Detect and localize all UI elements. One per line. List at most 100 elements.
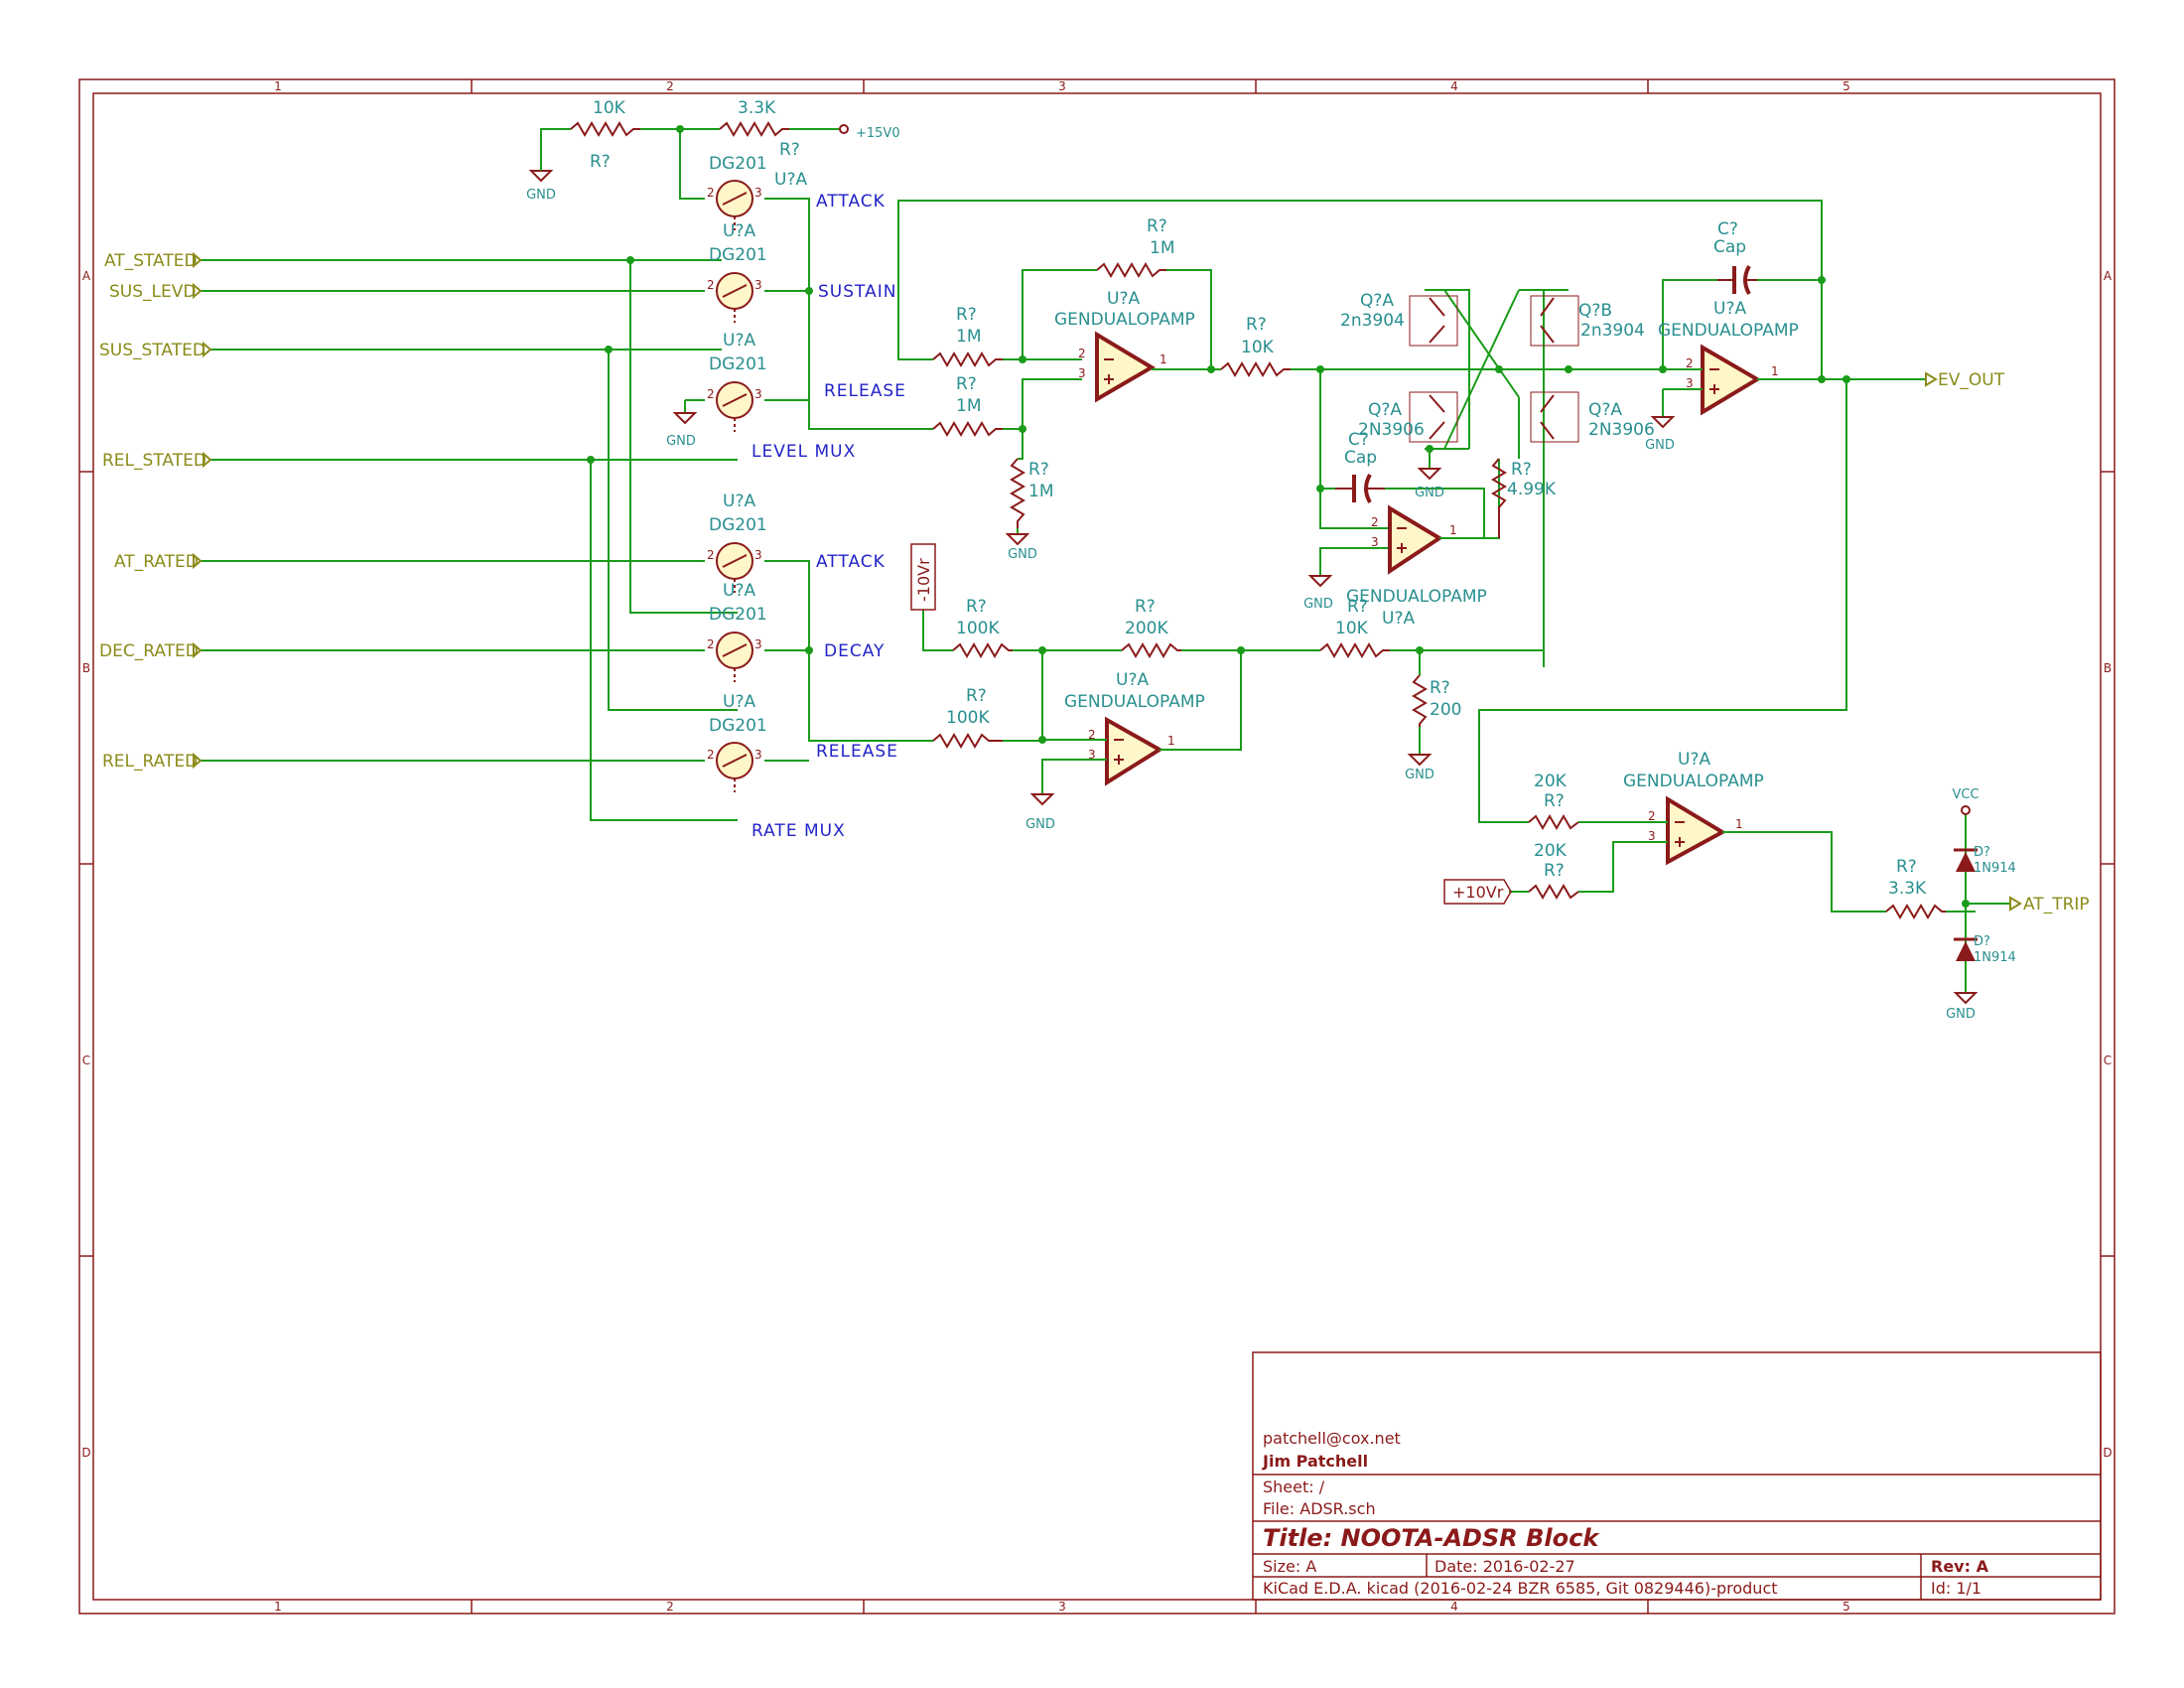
svg-text:GND: GND [1645, 438, 1675, 453]
svg-text:3: 3 [1371, 535, 1379, 549]
resistor-input-1m-b [932, 421, 1003, 437]
svg-text:GENDUALOPAMP: GENDUALOPAMP [1658, 321, 1799, 341]
sheet-date: Date: 2016-02-27 [1434, 1557, 1575, 1576]
svg-text:U?A: U?A [1678, 750, 1710, 770]
svg-text:3: 3 [1078, 366, 1086, 380]
svg-text:U?A: U?A [1116, 670, 1149, 690]
opamp-rate: 2 3 1 [1082, 716, 1175, 786]
svg-text:GND: GND [1415, 486, 1444, 500]
svg-text:20K: 20K [1534, 772, 1568, 791]
sheet-revision: Rev: A [1931, 1557, 1989, 1576]
svg-text:4.99K: 4.99K [1507, 480, 1557, 499]
col-1-bottom: 1 [274, 1600, 282, 1614]
svg-text:10K: 10K [1241, 338, 1275, 357]
port-rel-stated: REL_STATED [102, 451, 206, 471]
row-d-left: D [81, 1446, 90, 1460]
svg-text:Q?A: Q?A [1368, 400, 1402, 420]
row-c-right: C [2104, 1054, 2112, 1067]
resistor-10k-b [1319, 642, 1390, 658]
resistor-20k-b [1528, 884, 1579, 900]
ground-symbol: GND [1405, 754, 1434, 782]
ground-symbol: GND [1645, 416, 1676, 453]
diode-bottom [1954, 937, 1978, 961]
capacitors [1335, 265, 1757, 503]
svg-text:R?: R? [1347, 597, 1368, 617]
svg-text:R?: R? [590, 152, 611, 172]
col-1-top: 1 [274, 79, 282, 93]
row-b-right: B [2104, 661, 2112, 675]
resistor-r-top-3k3 [719, 121, 789, 137]
svg-text:3.3K: 3.3K [738, 98, 776, 118]
ground-symbol: GND [526, 170, 556, 203]
svg-text:1M: 1M [956, 396, 981, 416]
diodes [1954, 848, 1978, 961]
svg-text:1: 1 [1167, 734, 1175, 748]
svg-text:DG201: DG201 [709, 245, 767, 265]
svg-text:U?A: U?A [774, 170, 807, 190]
svg-text:U?A: U?A [723, 221, 755, 241]
author-email: patchell@cox.net [1263, 1429, 1401, 1448]
svg-text:U?A: U?A [723, 581, 755, 601]
svg-text:GND: GND [1405, 768, 1434, 782]
svg-text:10K: 10K [593, 98, 626, 118]
svg-text:2N3906: 2N3906 [1358, 420, 1425, 440]
net-label-decay: DECAY [824, 641, 885, 661]
col-5-top: 5 [1843, 79, 1850, 93]
svg-text:Q?A: Q?A [1360, 291, 1394, 311]
plus15-power-pin [839, 124, 849, 134]
svg-text:U?A: U?A [1107, 289, 1140, 309]
col-5-bottom: 5 [1843, 1600, 1850, 1614]
ground-symbol: GND [1946, 992, 1979, 1022]
diode-top [1954, 848, 1978, 872]
row-d-right: D [2103, 1446, 2112, 1460]
col-2-top: 2 [666, 79, 674, 93]
title-block: patchell@cox.net Jim Patchell Sheet: / F… [1252, 1351, 2102, 1601]
transistor-q-b-top [1530, 295, 1579, 347]
sheet-path: Sheet: / [1263, 1477, 1325, 1496]
resistors [570, 121, 1946, 919]
svg-text:3: 3 [1088, 748, 1096, 762]
sheet-size: Size: A [1263, 1557, 1316, 1576]
border-column-markers: 1 2 3 4 5 1 2 3 4 5 [274, 79, 1850, 1614]
svg-text:DG201: DG201 [709, 515, 767, 535]
svg-text:1: 1 [1449, 523, 1457, 537]
svg-text:100K: 100K [946, 708, 990, 728]
opamp-comparator: 231 [1648, 795, 1747, 866]
svg-text:U?A: U?A [723, 492, 755, 511]
svg-text:1: 1 [1771, 364, 1779, 378]
svg-text:3: 3 [1686, 376, 1694, 390]
svg-text:R?: R? [1896, 857, 1917, 877]
svg-text:D?: D? [1974, 934, 1990, 949]
svg-text:2: 2 [707, 186, 715, 200]
vcc-label: VCC [1952, 787, 1979, 802]
border-row-markers: A B C D A B C D [81, 269, 2113, 1460]
svg-text:3: 3 [754, 186, 762, 200]
sheet-frame [78, 78, 2116, 1615]
port-pos10vr: +10Vr [1452, 883, 1504, 902]
svg-text:3: 3 [754, 278, 762, 292]
svg-text:1: 1 [1160, 352, 1167, 366]
svg-text:2: 2 [1088, 728, 1096, 742]
svg-text:10K: 10K [1335, 619, 1369, 638]
svg-text:R?: R? [1147, 216, 1167, 236]
port-rel-rated: REL_RATED [102, 752, 198, 772]
svg-text:1N914: 1N914 [1974, 950, 2016, 965]
svg-text:3: 3 [754, 548, 762, 562]
ground-symbol: GND [666, 412, 698, 449]
svg-text:2: 2 [1078, 347, 1086, 360]
svg-text:GENDUALOPAMP: GENDUALOPAMP [1064, 692, 1205, 712]
row-a-right: A [2104, 269, 2113, 283]
opamp-output: 231 [1678, 344, 1779, 416]
svg-text:R?: R? [1544, 791, 1565, 811]
resistor-200k [1121, 642, 1181, 658]
file-name: File: ADSR.sch [1263, 1499, 1376, 1518]
col-4-bottom: 4 [1450, 1600, 1458, 1614]
svg-text:R?: R? [1246, 315, 1267, 335]
plus15-label: +15V0 [856, 126, 900, 141]
author-name: Jim Patchell [1262, 1452, 1368, 1471]
